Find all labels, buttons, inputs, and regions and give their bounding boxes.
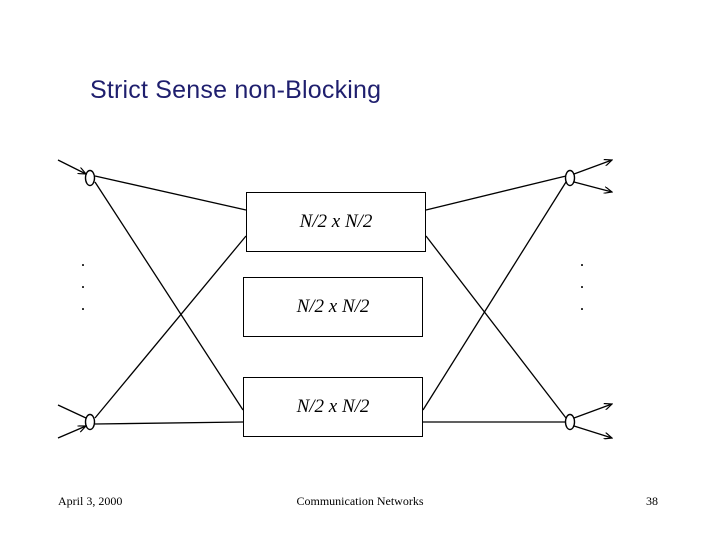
footer-date: April 3, 2000 — [58, 494, 123, 508]
switch-box-2: N/2 x N/2 — [243, 277, 423, 337]
right-vertical-ellipsis: ... — [579, 251, 585, 314]
page-title: Strict Sense non-Blocking — [90, 76, 382, 104]
right-terminal-top — [564, 169, 576, 187]
switch-box-3: N/2 x N/2 — [243, 377, 423, 437]
switch-box-1: N/2 x N/2 — [246, 192, 426, 252]
left-terminal-bottom — [84, 413, 96, 431]
left-terminal-top — [84, 169, 96, 187]
wiring-lines — [57, 130, 720, 460]
left-vertical-ellipsis: ... — [80, 251, 86, 314]
switch-network-diagram: N/2 x N/2 N/2 x N/2 N/2 x N/2 ... ... — [0, 130, 720, 460]
footer-course-title: Communication Networks — [296, 494, 424, 508]
right-terminal-bottom — [564, 413, 576, 431]
footer-page-number: 38 — [646, 494, 658, 508]
